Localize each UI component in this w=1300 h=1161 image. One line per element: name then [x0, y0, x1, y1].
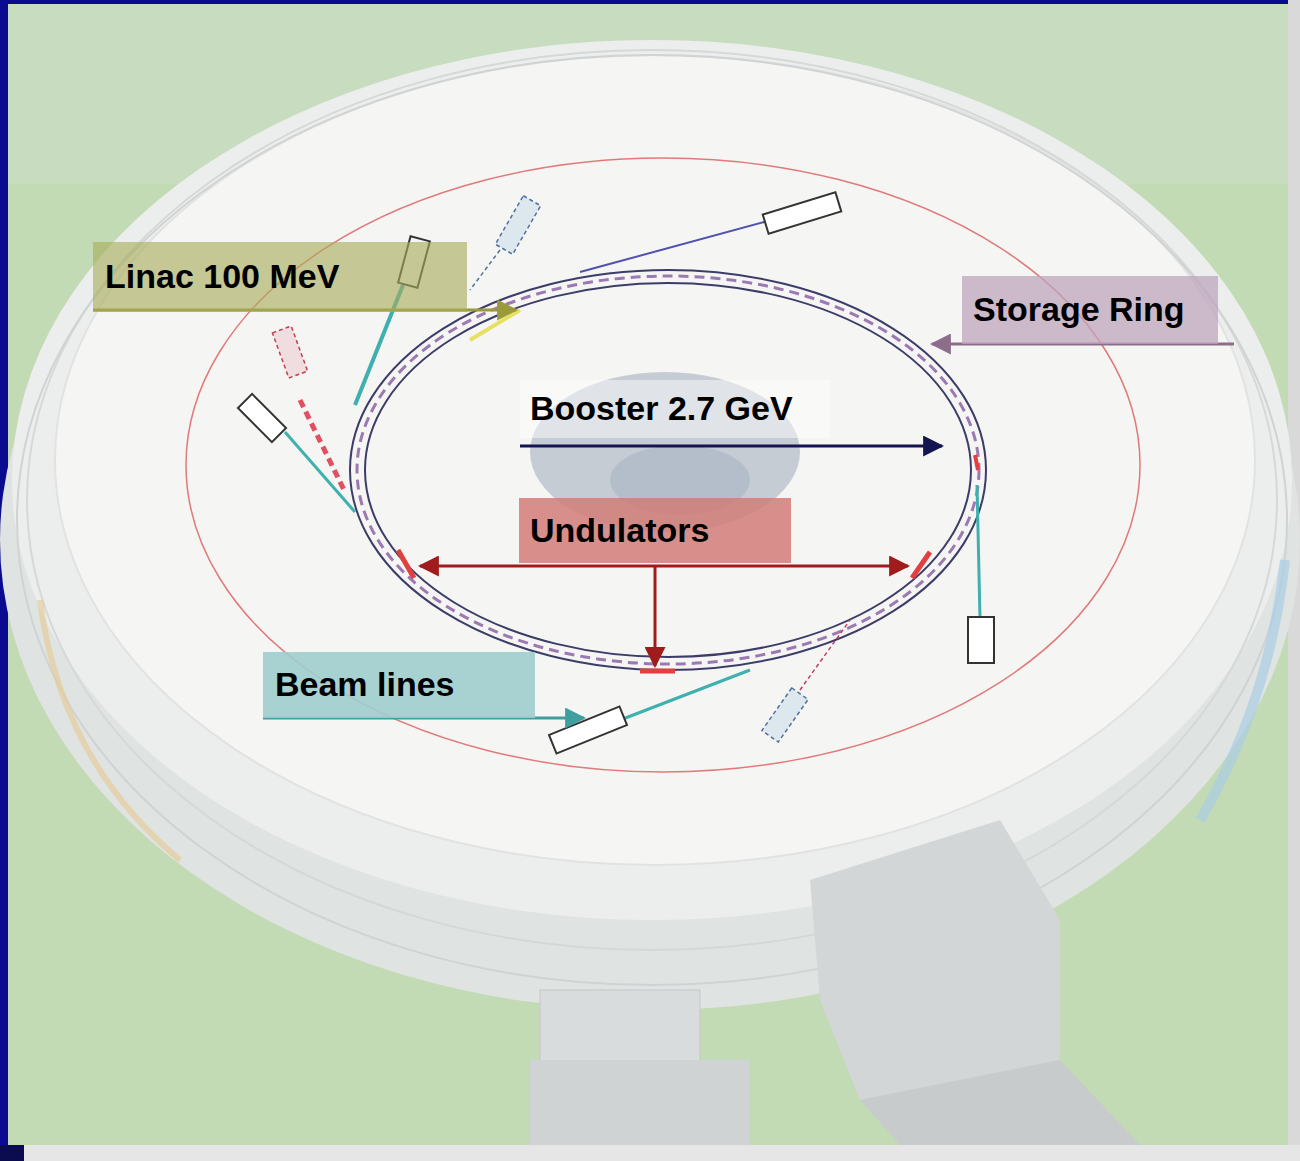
booster-label: Booster 2.7 GeV [520, 380, 830, 438]
beam-line [580, 215, 790, 272]
planned-line [800, 620, 850, 690]
undulator-segment [975, 455, 978, 470]
label-text: Beam lines [275, 665, 455, 704]
planned-line [300, 400, 345, 492]
beam-line [285, 432, 355, 512]
leader-arrow [654, 566, 657, 666]
linac-label: Linac 100 MeV [93, 242, 467, 312]
roof-edge [40, 600, 180, 860]
building-roof-outer [12, 40, 1292, 920]
planned-hutch [495, 196, 540, 254]
label-text: Linac 100 MeV [105, 257, 339, 296]
annex-building [810, 820, 1060, 1100]
beam-lines-label: Beam lines [263, 652, 535, 718]
storage-ring-label: Storage Ring [962, 276, 1218, 344]
roof-step [27, 50, 1277, 950]
undulator-segment [912, 552, 930, 578]
beam-line [615, 670, 750, 722]
linac-injection [470, 310, 520, 340]
planned-hutch [272, 326, 307, 378]
leader-arrow [520, 445, 942, 448]
entrance-block [530, 1060, 750, 1145]
roof-edge [1200, 560, 1285, 820]
corner-mark [0, 1145, 24, 1161]
storage-ring-magnets [357, 276, 979, 664]
storage-ring [350, 270, 986, 670]
undulators-label: Undulators [519, 498, 791, 563]
undulator-segment [398, 550, 414, 578]
beamline-hutch [238, 394, 286, 442]
beamline-hutch [968, 617, 994, 663]
label-text: Undulators [530, 511, 709, 550]
leader-arrow [420, 565, 908, 568]
booster-ring [365, 283, 971, 657]
planned-line [470, 250, 500, 290]
building-roof [55, 55, 1255, 865]
beamline-hutch [763, 192, 842, 233]
beam-line [977, 485, 980, 618]
planned-hutch [762, 688, 808, 742]
label-text: Storage Ring [973, 290, 1185, 329]
roof-step [17, 55, 1287, 985]
label-text: Booster 2.7 GeV [530, 389, 793, 428]
undulator-segment [640, 669, 675, 674]
bottom-strip [0, 1145, 1300, 1161]
annex-building [860, 1060, 1140, 1145]
beamline-hutch [549, 706, 627, 753]
